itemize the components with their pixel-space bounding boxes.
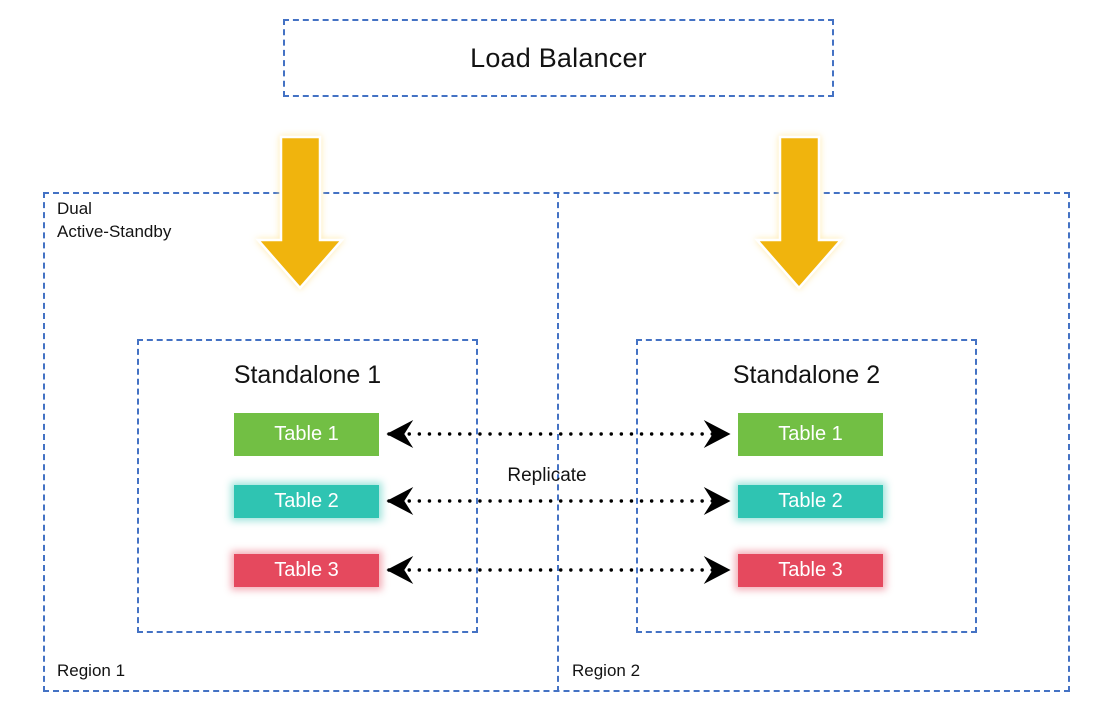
dual-active-standby-region [43,192,1070,692]
table-chip-label: Table 3 [778,559,843,581]
region-divider [557,192,559,692]
standalone-1-table-3[interactable]: Table 3 [234,554,379,587]
table-chip-label: Table 1 [778,423,843,445]
table-chip-label: Table 1 [274,423,339,445]
standalone-1-title: Standalone 1 [233,361,382,389]
region-2-label: Region 2 [572,661,641,680]
standalone-2-table-3[interactable]: Table 3 [738,554,883,587]
standalone-1-table-1[interactable]: Table 1 [234,413,379,456]
standalone-1-box[interactable]: Standalone 1 [137,339,478,633]
replicate-label: Replicate [507,465,587,486]
table-chip-label: Table 2 [778,490,843,512]
standalone-2-table-2[interactable]: Table 2 [738,485,883,518]
table-chip-label: Table 3 [274,559,339,581]
standalone-2-box[interactable]: Standalone 2 [636,339,977,633]
dual-label-line-1: Dual [57,199,92,218]
standalone-2-table-1[interactable]: Table 1 [738,413,883,456]
standalone-2-title: Standalone 2 [732,361,881,389]
load-balancer-box[interactable]: Load Balancer [283,19,834,97]
table-chip-label: Table 2 [274,490,339,512]
standalone-1-table-2[interactable]: Table 2 [234,485,379,518]
dual-label-line-2: Active-Standby [57,221,172,241]
load-balancer-label: Load Balancer [470,42,647,73]
region-1-label: Region 1 [57,661,126,680]
